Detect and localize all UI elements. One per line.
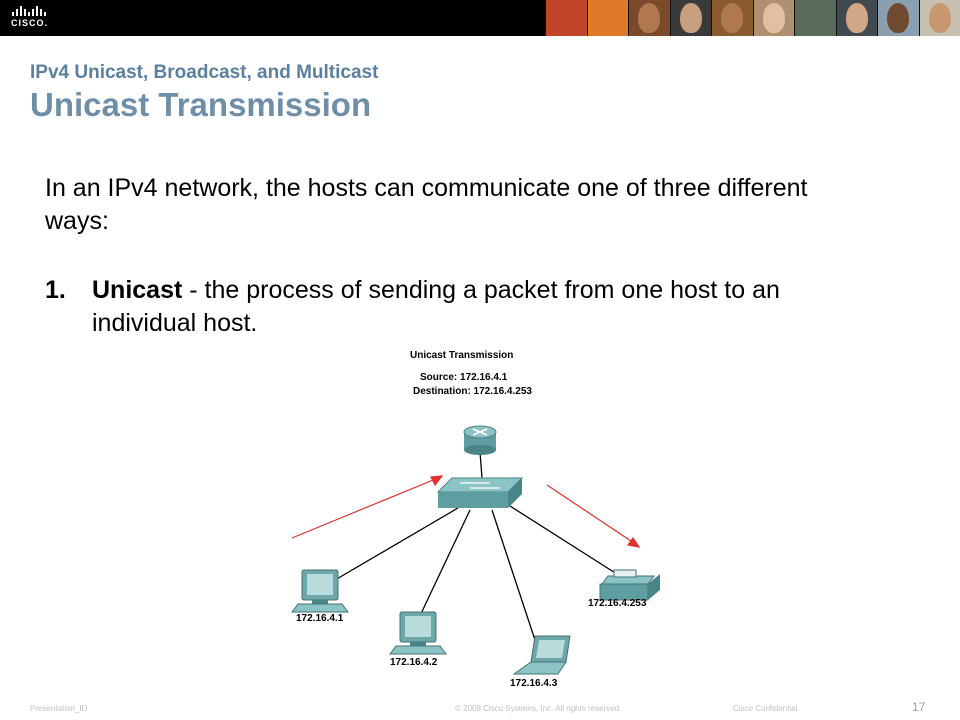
diagram-source: Source: 172.16.4.1: [420, 372, 508, 383]
desktop-pc-icon: [389, 611, 447, 655]
banner-photo: [918, 0, 960, 36]
banner-photo: [586, 0, 628, 36]
diagram-graphic: [291, 425, 660, 675]
laptop-icon: [512, 635, 571, 675]
footer-presentation-id: Presentation_ID: [30, 704, 88, 713]
numbered-point: 1. Unicast - the process of sending a pa…: [45, 274, 845, 340]
banner-photo: [628, 0, 670, 36]
router-icon: [463, 425, 497, 455]
banner-photo: [545, 0, 587, 36]
point-description: - the process of sending a packet from o…: [92, 276, 780, 337]
host-label: 172.16.4.253: [588, 598, 647, 609]
point-number: 1.: [45, 276, 66, 304]
diagram-title: Unicast Transmission: [410, 350, 514, 361]
top-banner: CISCO.: [0, 0, 960, 36]
network-cables: [334, 451, 621, 641]
page-number: 17: [912, 700, 926, 714]
slide-subtitle: IPv4 Unicast, Broadcast, and Multicast: [30, 62, 379, 83]
host-label: 172.16.4.1: [296, 613, 344, 624]
diagram-destination: Destination: 172.16.4.253: [413, 386, 532, 397]
host-label: 172.16.4.3: [510, 678, 558, 689]
banner-photo: [711, 0, 753, 36]
host-label: 172.16.4.2: [390, 657, 438, 668]
point-term: Unicast: [92, 276, 183, 304]
point-body: Unicast - the process of sending a packe…: [92, 274, 845, 340]
footer-copyright: © 2008 Cisco Systems, Inc. All rights re…: [455, 704, 622, 713]
traffic-arrows: [291, 475, 641, 548]
cisco-logo-icon: [12, 6, 46, 16]
intro-text: In an IPv4 network, the hosts can commun…: [45, 174, 808, 235]
footer-confidential: Cisco Confidential: [733, 704, 798, 713]
banner-photo: [835, 0, 877, 36]
photo-strip: [545, 0, 960, 36]
unicast-diagram: Unicast Transmission Source: 172.16.4.1 …: [270, 340, 690, 700]
printer-icon: [599, 569, 660, 601]
banner-photo: [877, 0, 919, 36]
banner-photo: [752, 0, 794, 36]
desktop-pc-icon: [291, 569, 349, 613]
banner-photo: [794, 0, 836, 36]
slide-title: Unicast Transmission: [30, 86, 372, 123]
cisco-wordmark: CISCO.: [11, 18, 49, 28]
switch-icon: [436, 477, 524, 508]
banner-photo: [669, 0, 711, 36]
